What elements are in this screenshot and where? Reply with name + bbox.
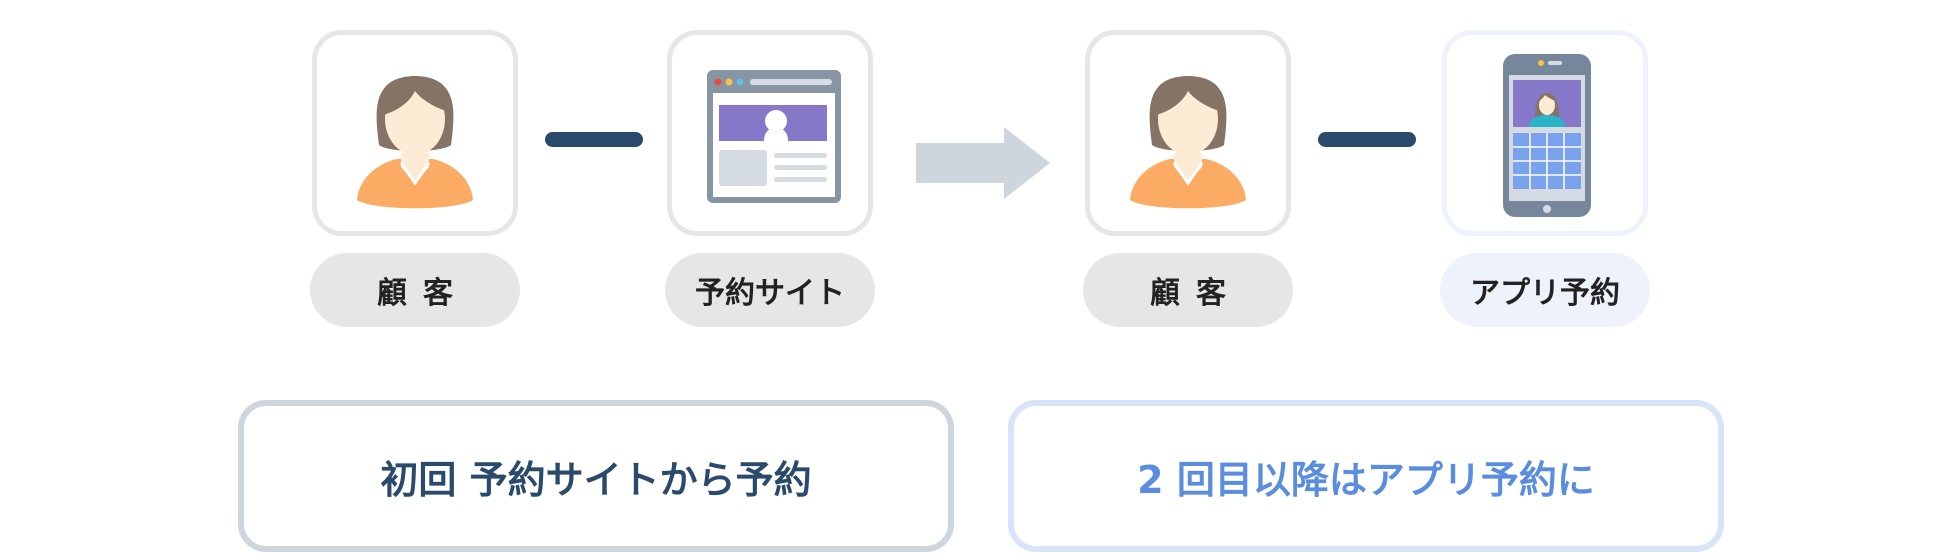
customer-icon-box-before <box>312 30 518 236</box>
connector-line-after <box>1318 132 1416 147</box>
first-visit-note: 初回 予約サイトから予約 <box>238 400 954 552</box>
customer-icon <box>357 76 473 209</box>
customer-label-after: 顧客 <box>1083 253 1293 327</box>
repeat-visit-note: 2 回目以降はアプリ予約に <box>1008 400 1724 552</box>
customer-icon-box-after <box>1085 30 1291 236</box>
browser-window-icon <box>707 70 841 203</box>
app-label: アプリ予約 <box>1440 253 1650 327</box>
customer-label-before: 顧客 <box>310 253 520 327</box>
smartphone-app-icon <box>1503 54 1591 217</box>
connector-line-before <box>545 132 643 147</box>
repeat-visit-text: 2 回目以降はアプリ予約に <box>1137 457 1595 502</box>
right-arrow-icon <box>916 127 1050 199</box>
customer-icon <box>1130 76 1246 209</box>
site-label: 予約サイト <box>665 253 875 327</box>
first-visit-text: 初回 予約サイトから予約 <box>380 457 812 502</box>
site-icon-box <box>667 30 873 236</box>
app-icon-box <box>1442 30 1648 236</box>
